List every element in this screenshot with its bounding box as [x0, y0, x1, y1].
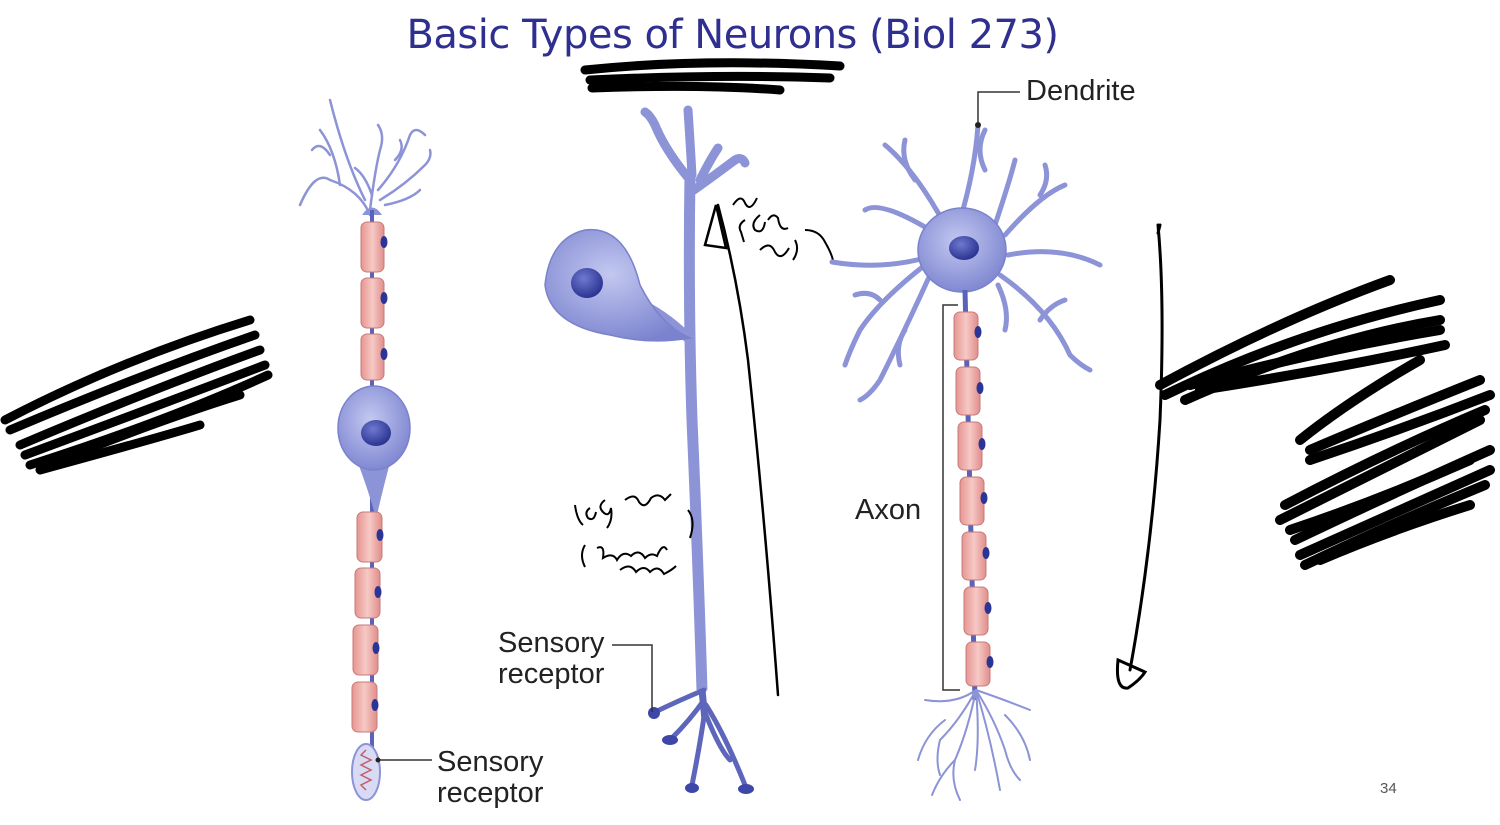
handwritten-notes-long-peripheral-axon: [574, 493, 694, 576]
slide-title: Basic Types of Neurons (Biol 273): [406, 12, 1059, 58]
handwritten-notes-short-central-axon: [732, 197, 834, 263]
page-number: 34: [1380, 780, 1397, 797]
handwritten-arrow: [703, 203, 780, 697]
bipolar-neuron: [298, 98, 432, 801]
multipolar-nucleus: [949, 236, 979, 260]
pseudounipolar-soma: [544, 228, 693, 342]
sensory-receptor-label-left: Sensory receptor: [437, 746, 544, 809]
right-redaction-scribble: [1155, 275, 1495, 570]
handwritten-down-arrow: [1116, 223, 1164, 690]
central-axon-terminals: [640, 105, 750, 195]
bipolar-myelin-upper: [360, 221, 388, 381]
multipolar-dendrites: [829, 122, 1103, 403]
bipolar-nucleus: [361, 420, 391, 446]
pseudounipolar-neuron: [544, 105, 754, 794]
axon-label: Axon: [855, 494, 922, 526]
multipolar-neuron: [829, 91, 1103, 801]
sensory-receptor-label-middle: Sensory receptor: [498, 627, 605, 690]
left-redaction-scribble: [0, 315, 273, 475]
pseudounipolar-nucleus: [571, 268, 603, 298]
dendrite-label: Dendrite: [1026, 75, 1136, 107]
title-redaction-scribble: [580, 58, 845, 95]
bipolar-dendrites: [298, 98, 432, 217]
multipolar-axon-terminals: [917, 689, 1031, 801]
bipolar-myelin-lower: [351, 511, 384, 733]
multipolar-myelin: [953, 311, 994, 687]
peripheral-axon-terminals: [652, 687, 748, 788]
